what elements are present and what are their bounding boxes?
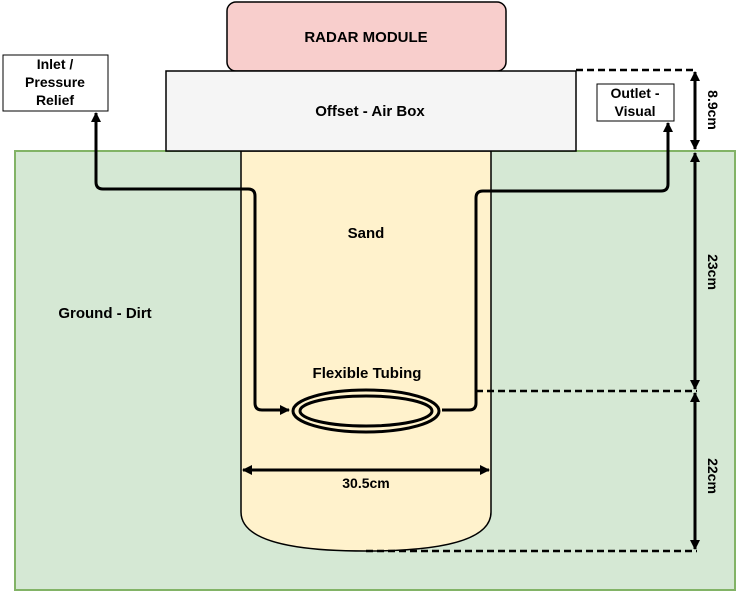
outlet-label-box	[596, 83, 675, 122]
inlet-tube-line	[91, 112, 290, 415]
airbox-height-label: 8.9cm	[705, 90, 721, 130]
sand-lower-height-label: 22cm	[705, 458, 721, 494]
inlet-label-box	[2, 54, 109, 112]
flexible-tubing-coil-inner	[298, 394, 434, 428]
air-box-label: Offset - Air Box	[315, 103, 425, 120]
sand-column	[240, 150, 492, 552]
radar-module-label: RADAR MODULE	[304, 29, 427, 46]
outlet-label-line1: Outlet -	[611, 85, 660, 101]
flexible-tubing-label: Flexible Tubing	[313, 365, 422, 382]
inlet-label-line2: Pressure	[25, 74, 85, 90]
inlet-label-line3: Relief	[36, 92, 74, 108]
outlet-tube-line	[442, 122, 673, 412]
flexible-tubing-coil-outer	[291, 388, 441, 434]
ground-label: Ground - Dirt	[58, 305, 151, 322]
inlet-label-line1: Inlet /	[37, 56, 74, 72]
outlet-label-line2: Visual	[615, 103, 656, 119]
sand-upper-height-label: 23cm	[705, 254, 721, 290]
sand-label: Sand	[348, 225, 385, 242]
width-dimension-label: 30.5cm	[342, 475, 389, 491]
